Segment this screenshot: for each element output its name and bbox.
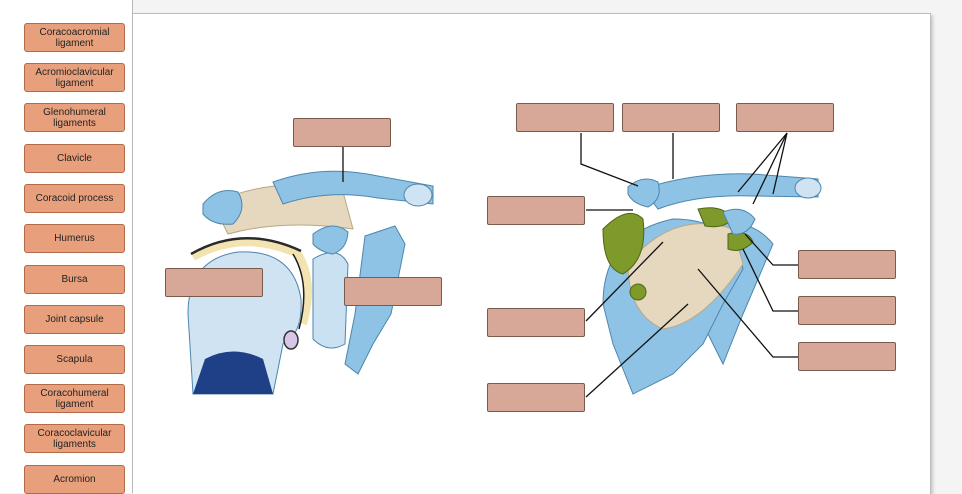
- label-acromioclavicular-ligament[interactable]: Acromioclavicular ligament: [24, 63, 125, 92]
- drop-target-3[interactable]: [344, 277, 442, 306]
- drop-target-5[interactable]: [622, 103, 720, 132]
- drop-target-12[interactable]: [487, 383, 585, 412]
- drop-target-11[interactable]: [798, 342, 896, 371]
- drop-target-1[interactable]: [293, 118, 391, 147]
- label-acromion[interactable]: Acromion: [24, 465, 125, 494]
- diagram-canvas: [133, 13, 931, 494]
- drop-target-4[interactable]: [516, 103, 614, 132]
- drop-target-6[interactable]: [736, 103, 834, 132]
- label-scapula[interactable]: Scapula: [24, 345, 125, 374]
- shoulder-anterior-view-illustration: [602, 173, 822, 395]
- label-coracoid-process[interactable]: Coracoid process: [24, 184, 125, 213]
- label-clavicle[interactable]: Clavicle: [24, 144, 125, 173]
- label-glenohumeral-ligaments[interactable]: Glenohumeral ligaments: [24, 103, 125, 132]
- label-humerus[interactable]: Humerus: [24, 224, 125, 253]
- drop-target-9[interactable]: [798, 296, 896, 325]
- label-coracoacromial-ligament[interactable]: Coracoacromial ligament: [24, 23, 125, 52]
- label-bursa[interactable]: Bursa: [24, 265, 125, 294]
- drop-target-2[interactable]: [165, 268, 263, 297]
- label-coracoclavicular-ligaments[interactable]: Coracoclavicular ligaments: [24, 424, 125, 453]
- label-joint-capsule[interactable]: Joint capsule: [24, 305, 125, 334]
- drop-target-10[interactable]: [487, 308, 585, 337]
- leader-lines: [580, 132, 798, 398]
- label-coracohumeral-ligament[interactable]: Coracohumeral ligament: [24, 384, 125, 413]
- drop-target-7[interactable]: [487, 196, 585, 225]
- drop-target-8[interactable]: [798, 250, 896, 279]
- word-bank: Coracoacromial ligament Acromioclavicula…: [0, 0, 133, 494]
